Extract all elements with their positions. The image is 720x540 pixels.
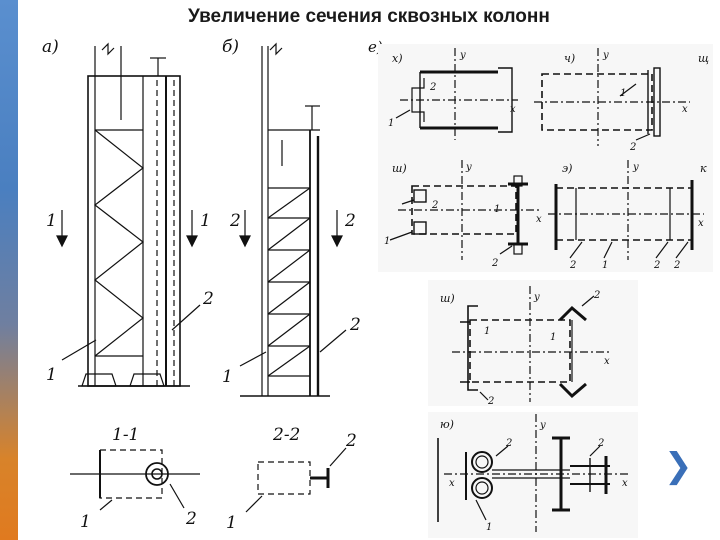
label-2-e-b: 2 (653, 260, 660, 271)
axis-x-x: x (510, 104, 516, 115)
sections-panel-mid (428, 280, 638, 406)
axis-x-e: x (698, 218, 704, 229)
label-1-sh2-a: 1 (484, 326, 490, 337)
label-1-sec11: 1 (80, 512, 91, 532)
section-e: э) y x 2 1 2 2 к (548, 160, 707, 271)
section-1-1: 1-1 1 2 (70, 425, 200, 532)
label-sh: ш) (392, 162, 407, 175)
axis-x-sh2: x (604, 356, 610, 367)
label-sh2: ш) (440, 292, 455, 305)
label-1-sh2-b: 1 (550, 332, 556, 343)
chevron-right-icon[interactable]: ❯ (664, 446, 693, 486)
label-b: б) (222, 37, 239, 57)
sections-panel-top (378, 44, 713, 272)
section-sh2: ш) y x 1 1 2 2 (440, 286, 612, 407)
axis-x-yu-left: x (449, 478, 455, 489)
section-yu: ю) y x x 2 2 1 (437, 414, 628, 533)
label-1-right: 1 (200, 211, 211, 231)
label-2-yu-b: 2 (597, 438, 604, 449)
section-x: х) y x 2 1 (388, 48, 518, 140)
axis-x-yu-right: x (622, 478, 628, 489)
label-1-x: 1 (388, 118, 394, 129)
axis-y-sh2: y (533, 292, 540, 303)
label-2-x: 2 (429, 82, 436, 93)
label-2-e-a: 2 (569, 260, 576, 271)
label-2-sec11: 2 (185, 509, 197, 529)
axis-y-x: y (459, 50, 466, 61)
sections-panel-bottom (428, 412, 638, 538)
label-1-e: 1 (602, 260, 608, 271)
label-2-sh2-b: 2 (487, 396, 494, 407)
axis-y-sh: y (465, 162, 472, 173)
label-2-yu-a: 2 (505, 438, 512, 449)
label-2-b: 2 (349, 315, 361, 335)
label-sec-22: 2-2 (272, 425, 300, 445)
label-2-e-c: 2 (673, 260, 680, 271)
label-yu: ю) (440, 418, 454, 431)
section-ch: ч) y x 1 2 щ (534, 48, 709, 153)
axis-y-yu: y (539, 420, 546, 431)
label-1-ch: 1 (620, 88, 626, 99)
label-1-bottom: 1 (46, 365, 57, 385)
axis-y-ch: y (602, 50, 609, 61)
slide-accent-bar (0, 0, 18, 540)
label-1-b: 1 (222, 367, 233, 387)
label-1-sh-a: 1 (494, 204, 500, 215)
label-2-sh2-a: 2 (593, 290, 600, 301)
label-2-sh: 2 (431, 200, 438, 211)
label-1-left: 1 (46, 211, 57, 231)
column-a: а) 1 1 1 2 (42, 37, 214, 387)
label-2-sec22: 2 (345, 431, 357, 451)
label-2-sh-b: 2 (491, 258, 498, 269)
label-a: а) (42, 37, 59, 57)
label-2-ch: 2 (629, 142, 636, 153)
column-b: б) 2 2 1 2 (222, 37, 361, 397)
label-k: к (700, 162, 707, 175)
label-w: щ (698, 52, 709, 65)
label-ch: ч) (564, 52, 575, 65)
section-sh: ш) y x 2 1 1 2 (384, 160, 542, 269)
label-2-left: 2 (229, 211, 241, 231)
label-2-a: 2 (202, 289, 214, 309)
slide-title: Увеличение сечения сквозных колонн (188, 6, 550, 27)
axis-x-ch: x (682, 104, 688, 115)
label-x: х) (392, 52, 403, 65)
axis-x-sh: x (536, 214, 542, 225)
label-2-right: 2 (344, 211, 356, 231)
label-1-sh-b: 1 (384, 236, 390, 247)
label-e: э) (562, 162, 572, 175)
label-sec-11: 1-1 (112, 425, 139, 445)
label-1-yu: 1 (486, 522, 492, 533)
label-1-sec22: 1 (226, 513, 237, 533)
axis-y-e: y (632, 162, 639, 173)
